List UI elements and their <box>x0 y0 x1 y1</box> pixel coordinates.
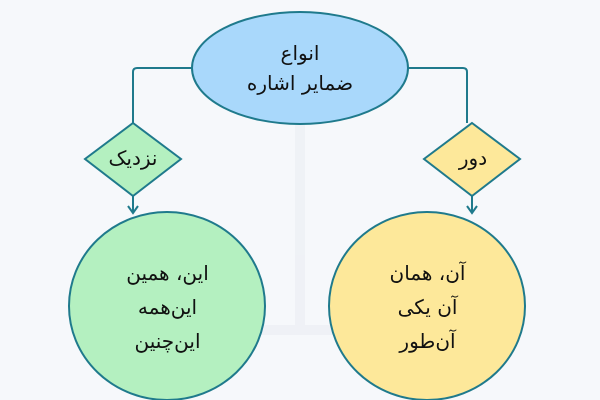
connector-root-far <box>407 67 468 123</box>
near-item: این‌چنین <box>134 329 201 353</box>
root-node-shape <box>191 11 409 125</box>
arrow-down-icon <box>127 205 139 215</box>
root-line-1: انواع <box>280 40 320 65</box>
far-item: آن‌طور <box>399 329 456 353</box>
near-branch-label: نزدیک <box>108 146 158 170</box>
far-decision-shape <box>422 121 522 198</box>
arrowheads <box>127 205 478 215</box>
far-item: آن، همان <box>389 261 466 285</box>
near-items-shape <box>68 211 266 400</box>
root-node-label: انواع ضمایر اشاره <box>195 20 405 115</box>
arrow-down-icon <box>466 205 478 215</box>
near-item: این، همین <box>126 261 209 285</box>
far-items-shape <box>328 211 526 400</box>
far-item: آن یکی <box>397 295 458 319</box>
near-item: این‌همه <box>137 295 198 319</box>
root-line-2: ضمایر اشاره <box>246 70 354 95</box>
connector-root-near <box>132 67 193 123</box>
near-decision-label: نزدیک <box>88 133 178 183</box>
near-decision-shape <box>83 121 183 198</box>
near-items-list: این، همین این‌همه این‌چنین <box>70 222 265 392</box>
far-branch-label: دور <box>458 146 488 170</box>
far-decision-label: دور <box>428 133 518 183</box>
far-items-list: آن، همان آن یکی آن‌طور <box>330 222 525 392</box>
connectors <box>132 67 473 212</box>
